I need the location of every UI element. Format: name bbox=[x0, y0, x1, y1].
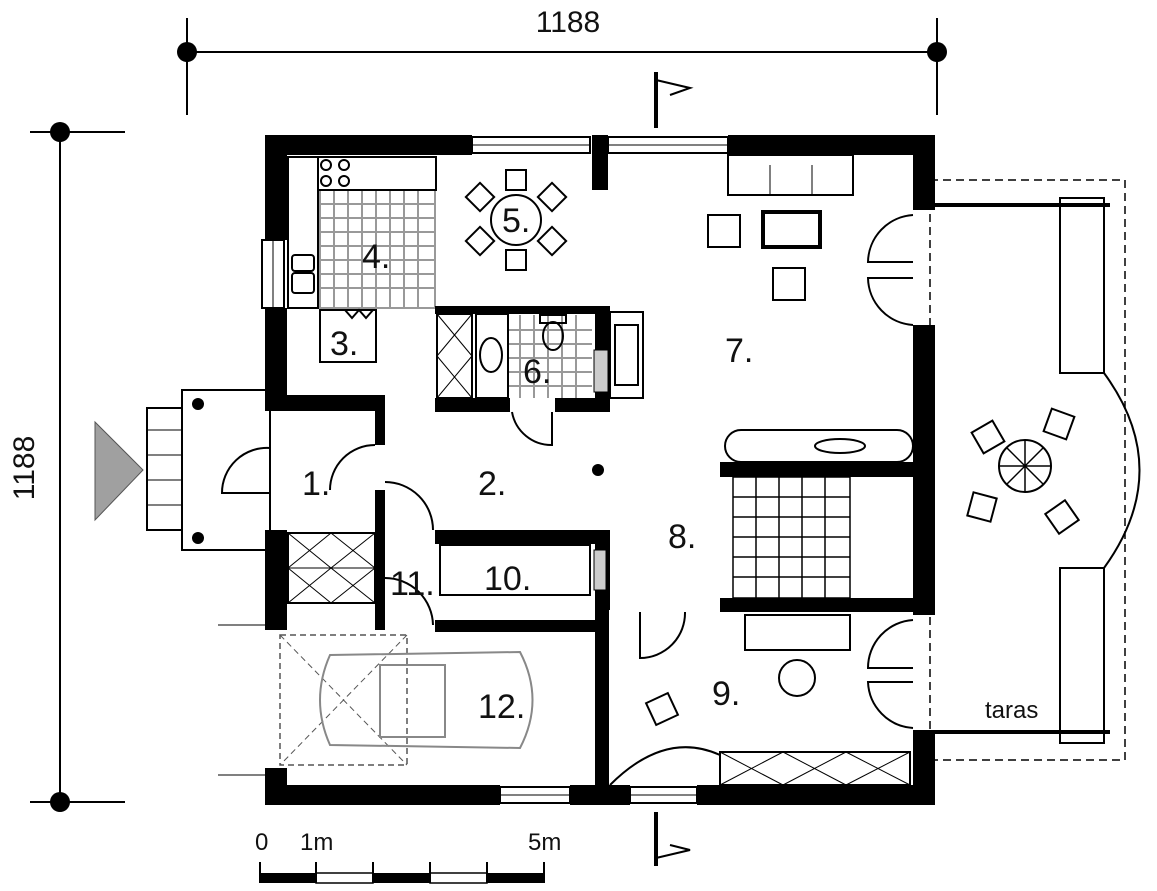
kitchen-tiles bbox=[319, 189, 436, 309]
room-4-label: 4. bbox=[362, 238, 390, 276]
windows bbox=[261, 136, 729, 804]
kitchen-fixtures bbox=[287, 156, 437, 363]
section-marker-top bbox=[654, 72, 694, 128]
scale-bar: 0 1m 5m bbox=[255, 829, 561, 884]
width-dimension: 1188 bbox=[177, 6, 947, 115]
width-label: 1188 bbox=[536, 6, 601, 39]
terrace-label: taras bbox=[985, 697, 1038, 724]
living-furniture bbox=[592, 154, 914, 476]
dining-table bbox=[464, 169, 568, 271]
terrace: taras bbox=[929, 179, 1141, 761]
room-3-label: 3. bbox=[330, 325, 358, 363]
staircase bbox=[732, 476, 851, 599]
room-5-label: 5. bbox=[502, 202, 530, 240]
hall-fixtures bbox=[220, 444, 607, 626]
garage bbox=[218, 624, 534, 776]
room-7-label: 7. bbox=[725, 332, 753, 370]
scale-1m: 1m bbox=[300, 829, 333, 856]
room-8-label: 8. bbox=[668, 518, 696, 556]
room-labels: 1. 2. 3. 4. 5. 6. 7. 8. 9. 10. 11. 12. bbox=[302, 202, 753, 726]
room-1-label: 1. bbox=[302, 465, 330, 503]
room-6-label: 6. bbox=[523, 353, 551, 391]
room-12-label: 12. bbox=[478, 688, 525, 726]
bathroom-fixtures bbox=[436, 311, 644, 447]
scale-5m: 5m bbox=[528, 829, 561, 856]
height-dimension: 1188 bbox=[8, 122, 125, 812]
section-marker-bottom bbox=[654, 812, 691, 866]
room9-furniture bbox=[609, 611, 914, 786]
scale-zero: 0 bbox=[255, 829, 268, 856]
room-10-label: 10. bbox=[484, 560, 531, 598]
height-label: 1188 bbox=[8, 436, 41, 501]
room-9-label: 9. bbox=[712, 675, 740, 713]
walls bbox=[265, 135, 935, 805]
room-11-label: 11. bbox=[390, 565, 435, 603]
entrance bbox=[94, 389, 271, 551]
room-2-label: 2. bbox=[478, 465, 506, 503]
